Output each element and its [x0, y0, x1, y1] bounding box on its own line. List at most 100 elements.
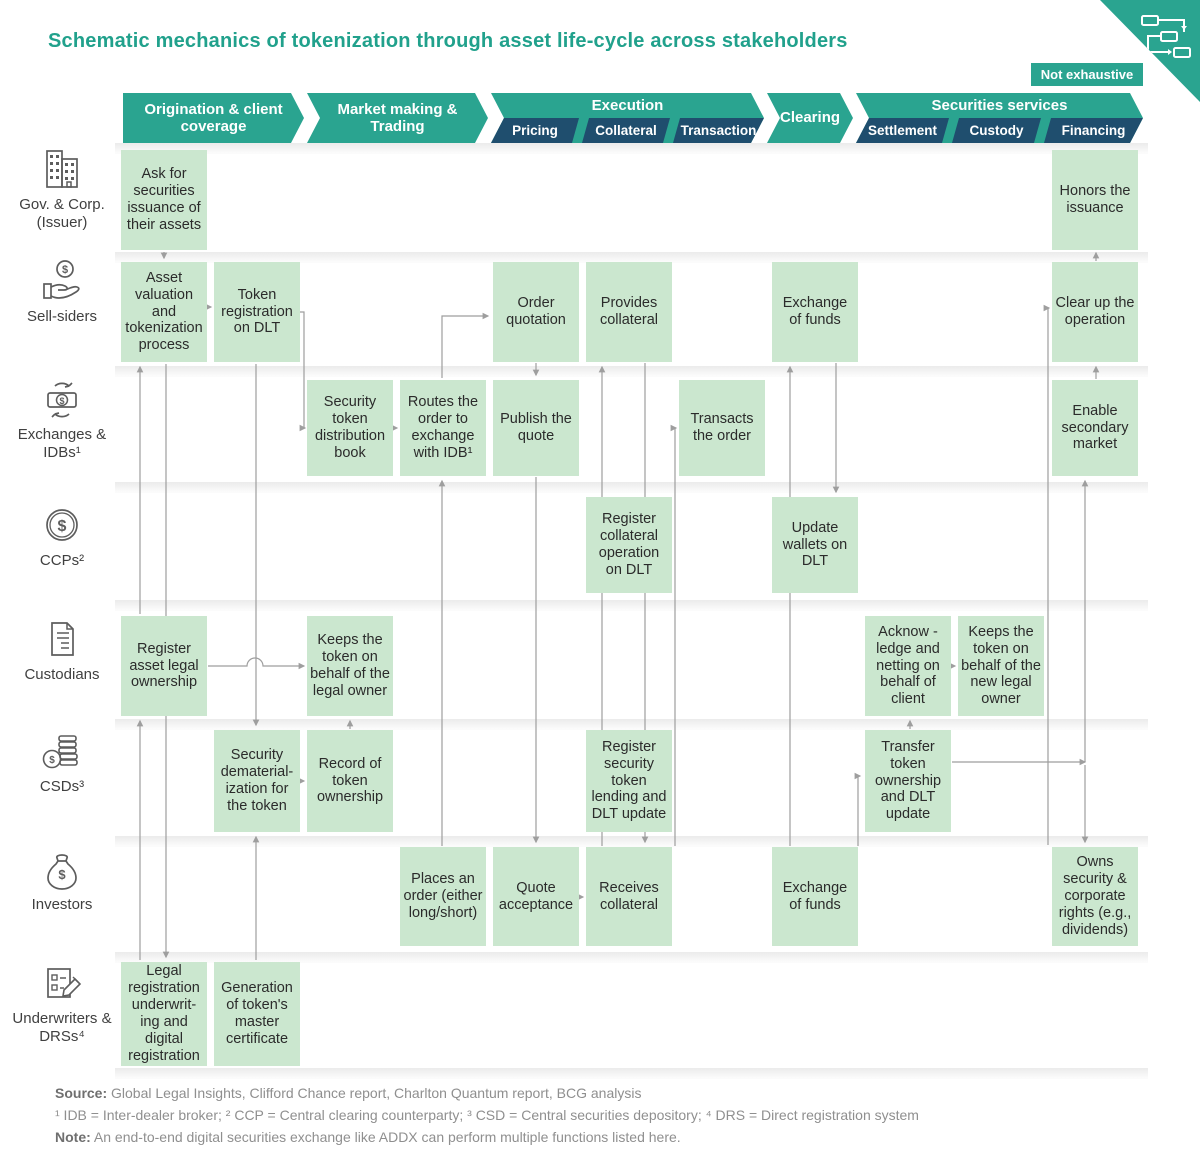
stage-clearing: Clearing — [767, 93, 853, 143]
note-label: Note: — [55, 1129, 91, 1145]
source-text: Global Legal Insights, Clifford Chance r… — [111, 1085, 642, 1101]
row-divider — [115, 719, 1148, 730]
stakeholder-label: CCPs² — [39, 552, 85, 569]
svg-text:$: $ — [49, 755, 55, 766]
box-quote-acceptance: Quote acceptance — [493, 847, 579, 946]
stakeholder-label: Gov. & Corp. (Issuer) — [19, 196, 105, 231]
row-divider — [115, 143, 1148, 154]
money-bag-icon: $ — [47, 854, 77, 890]
stage-sub-custody: Custody — [952, 118, 1041, 143]
stage-origination-client-coverage: Origination & client coverage — [123, 93, 304, 143]
source-label: Source: — [55, 1085, 108, 1101]
stakeholder-label: Exchanges & IDBs¹ — [17, 426, 107, 461]
box-transacts-the-order: Transacts the order — [679, 380, 765, 476]
stakeholder-sell-siders: $ Sell-siders — [6, 258, 118, 326]
page-title: Schematic mechanics of tokenization thro… — [48, 30, 848, 52]
box-record-of-token-ownership: Record of token ownership — [307, 730, 393, 832]
stage-sub-transaction: Transaction — [673, 118, 764, 143]
stage-label: Origination & client coverage — [144, 100, 283, 135]
box-keeps-token-legal-owner: Keeps the token on behalf of the legal o… — [307, 616, 393, 716]
box-exchange-of-funds-sell: Exchange of funds — [772, 262, 858, 362]
document-icon — [51, 622, 74, 656]
box-routes-order-to-exchange: Routes the order to exchange with IDB¹ — [400, 380, 486, 476]
stakeholder-label: Custodians — [24, 666, 100, 683]
row-divider — [115, 252, 1148, 263]
row-divider — [115, 366, 1148, 377]
connector-arrow — [1043, 304, 1051, 845]
stakeholder-ccps-: $ CCPs² — [6, 502, 118, 570]
stage-market-making-trading: Market making & Trading — [307, 93, 488, 143]
box-clear-up-operation: Clear up the operation — [1052, 262, 1138, 362]
note-text: An end-to-end digital securities exchang… — [93, 1129, 681, 1145]
box-ask-securities-issuance: Ask for securities issuance of their ass… — [121, 150, 207, 250]
box-generation-master-certificate: Generation of token's master certificate — [214, 962, 300, 1066]
box-owns-security-corporate-rights: Owns security & corporate rights (e.g., … — [1052, 847, 1138, 946]
connector-arrow — [854, 772, 862, 846]
money-exchange-icon: $ — [47, 382, 77, 418]
stakeholder-investors: $ Investors — [6, 846, 118, 914]
stage-sub-collateral: Collateral — [582, 118, 670, 143]
box-asset-valuation-tokenization: Asset valuation and tokenization process — [121, 262, 207, 362]
box-token-registration-dlt: Token registration on DLT — [214, 262, 300, 362]
box-register-security-token-lending: Register security token lending and DLT … — [586, 730, 672, 832]
stakeholder-exchanges-idbs-: $ Exchanges & IDBs¹ — [6, 376, 118, 462]
stage-sub-financing: Financing — [1044, 118, 1143, 143]
stage-label: Execution — [591, 97, 664, 114]
connector-arrow — [208, 657, 306, 670]
stakeholder-label: Sell-siders — [26, 308, 98, 325]
connector-arrow — [299, 311, 307, 432]
stage-label: Clearing — [780, 109, 841, 127]
coin-stack-icon: $ — [42, 735, 78, 769]
footnotes-line: ¹ IDB = Inter-dealer broker; ² CCP = Cen… — [55, 1107, 919, 1123]
stage-sub-pricing: Pricing — [491, 118, 579, 143]
row-divider — [115, 952, 1148, 963]
box-security-dematerialization: Security dematerial- ization for the tok… — [214, 730, 300, 832]
svg-text:$: $ — [62, 264, 68, 276]
box-exchange-of-funds-investor: Exchange of funds — [772, 847, 858, 946]
connector-arrow — [441, 312, 490, 378]
box-legal-registration-underwriting: Legal registration underwrit- ing and di… — [121, 962, 207, 1066]
checklist-pencil-icon — [47, 968, 82, 998]
svg-text:$: $ — [58, 518, 67, 535]
row-divider — [115, 482, 1148, 493]
svg-text:$: $ — [58, 867, 66, 882]
stage-label: Securities services — [931, 97, 1068, 114]
stakeholder-custodians: Custodians — [6, 616, 118, 684]
box-keeps-token-new-legal-owner: Keeps the token on behalf of the new leg… — [958, 616, 1044, 716]
box-update-wallets-dlt: Update wallets on DLT — [772, 497, 858, 593]
stakeholder-underwriters-drss-: Underwriters & DRSs⁴ — [6, 960, 118, 1046]
box-receives-collateral: Receives collateral — [586, 847, 672, 946]
note-line: Note: An end-to-end digital securities e… — [55, 1126, 1165, 1148]
box-enable-secondary-market: Enable secondary market — [1052, 380, 1138, 476]
box-order-quotation: Order quotation — [493, 262, 579, 362]
box-transfer-token-ownership: Transfer token ownership and DLT update — [865, 730, 951, 832]
stakeholder-label: Underwriters & DRSs⁴ — [12, 1010, 112, 1045]
stakeholder-label: CSDs³ — [39, 778, 85, 795]
box-places-an-order: Places an order (either long/short) — [400, 847, 486, 946]
not-exhaustive-badge: Not exhaustive — [1031, 63, 1143, 86]
box-security-token-distribution-book: Security token distribution book — [307, 380, 393, 476]
connector-arrow — [670, 424, 678, 846]
buildings-icon — [46, 150, 78, 188]
hand-coin-icon: $ — [43, 260, 80, 299]
stakeholder-label: Investors — [31, 896, 93, 913]
stakeholder-csds-: $ CSDs³ — [6, 728, 118, 796]
row-divider — [115, 836, 1148, 847]
row-divider — [115, 1068, 1148, 1079]
stage-label: Market making & Trading — [337, 100, 458, 135]
box-acknowledge-netting-client: Acknow -ledge and netting on behalf of c… — [865, 616, 951, 716]
source-line: Source: Global Legal Insights, Clifford … — [55, 1082, 1165, 1104]
svg-text:$: $ — [59, 396, 64, 406]
dollar-coin-icon: $ — [46, 509, 78, 541]
row-divider — [115, 600, 1148, 611]
box-register-collateral-operation: Register collateral operation on DLT — [586, 497, 672, 593]
flowchart-icon — [1141, 15, 1191, 58]
stage-sub-settlement: Settlement — [856, 118, 949, 143]
box-register-asset-legal-ownership: Register asset legal ownership — [121, 616, 207, 716]
